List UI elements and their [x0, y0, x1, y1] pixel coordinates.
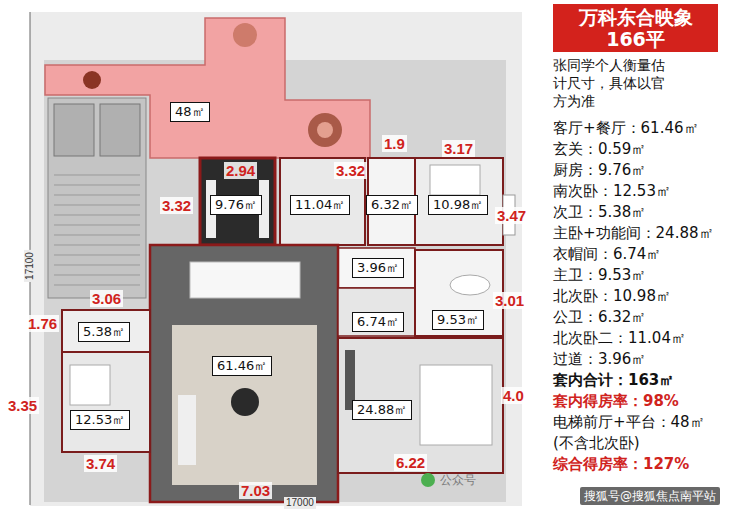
area-list-item: 综合得房率：127% [553, 454, 689, 474]
area-list-item: 过道：3.96㎡ [553, 349, 646, 369]
area-text: 9.76㎡ [215, 197, 257, 213]
area-box: 61.46㎡ [212, 356, 272, 376]
area-list-item: 衣帽间：6.74㎡ [553, 244, 661, 264]
overall-dimension: 17000 [284, 497, 316, 509]
area-text: 24.88㎡ [357, 402, 407, 418]
area-text: 61.46㎡ [217, 358, 267, 374]
furniture [83, 71, 101, 89]
lobby-platform [45, 18, 370, 158]
area-list-item: 电梯前厅+平台：48㎡ [553, 412, 705, 432]
area-list-item: 北次卧二：11.04㎡ [553, 328, 686, 348]
closet [338, 288, 415, 336]
area-box: 11.04㎡ [290, 195, 350, 215]
bathtub [450, 275, 490, 295]
dimension: 6.22 [394, 454, 427, 471]
wechat-icon [421, 473, 435, 487]
dimension: 4.0 [501, 387, 526, 404]
bed [70, 365, 110, 405]
area-list-item: 套内合计：163㎡ [553, 370, 674, 390]
area-box: 10.98㎡ [428, 195, 488, 215]
dimension: 3.32 [334, 162, 367, 179]
dimension: 3.06 [90, 290, 123, 307]
dimension: 3.01 [493, 292, 526, 309]
master-bedroom [338, 338, 503, 473]
bedroom [62, 352, 150, 452]
dimension: 3.35 [6, 397, 39, 414]
dimension: 3.32 [160, 197, 193, 214]
area-list-item: 公卫：6.32㎡ [553, 307, 646, 327]
area-box: 48㎡ [170, 102, 210, 122]
area-list-item: 次卫：5.38㎡ [553, 202, 646, 222]
dimension-line [30, 12, 31, 250]
area-list-item: 南次卧：12.53㎡ [553, 181, 671, 201]
site-ground [30, 12, 522, 506]
furniture [233, 23, 257, 47]
area-list-item: 套内得房率：98% [553, 391, 679, 411]
area-text: 3.96㎡ [357, 260, 399, 276]
bathroom [368, 158, 415, 245]
stair-core [48, 98, 146, 298]
bed [430, 165, 480, 195]
kitchen [200, 158, 275, 245]
area-text: 6.32㎡ [371, 197, 413, 213]
elevator [100, 104, 140, 156]
area-list-item: 主卫：9.53㎡ [553, 265, 646, 285]
title-banner: 万科东合映象 166平 [553, 4, 718, 52]
sofa [178, 395, 196, 465]
note: 张同学个人衡量估计尺寸，具体以官方为准 [553, 56, 675, 110]
area-box: 12.53㎡ [70, 410, 130, 430]
title-text: 万科东合映象 166平 [557, 6, 714, 50]
area-text: 48㎡ [175, 104, 205, 120]
stair-steps [54, 175, 140, 285]
area-box: 5.38㎡ [78, 322, 130, 342]
area-text: 5.38㎡ [83, 324, 125, 340]
bedroom [415, 158, 503, 245]
overall-dimension: 17100 [24, 250, 36, 282]
watermark: 搜狐号@搜狐焦点南平站 [580, 487, 720, 505]
dining-table [190, 262, 300, 298]
dimension: 3.47 [495, 207, 528, 224]
area-text: 12.53㎡ [75, 412, 125, 428]
bathroom [62, 310, 150, 352]
bed [420, 365, 492, 445]
elevator [54, 104, 94, 156]
dimension: 2.94 [224, 162, 257, 179]
round-table [308, 113, 342, 147]
watermark: 公众号 [440, 473, 476, 488]
area-text: 6.74㎡ [357, 314, 399, 330]
area-list-item: (不含北次卧) [553, 433, 640, 453]
dimension: 1.9 [382, 135, 407, 152]
living-dining [150, 245, 338, 502]
bathroom [415, 250, 503, 336]
area-box: 6.74㎡ [352, 312, 404, 332]
area-box: 3.96㎡ [352, 258, 404, 278]
rug [172, 325, 317, 485]
dimension: 3.74 [84, 455, 117, 472]
round-table [317, 122, 333, 138]
area-list-item: 厨房：9.76㎡ [553, 160, 646, 180]
area-box: 24.88㎡ [352, 400, 412, 420]
area-box: 9.76㎡ [210, 195, 262, 215]
dimension: 7.03 [239, 482, 272, 499]
area-list-item: 玄关：0.59㎡ [553, 139, 646, 159]
area-box: 9.53㎡ [432, 310, 484, 330]
area-box: 6.32㎡ [366, 195, 418, 215]
corridor [338, 248, 415, 288]
area-text: 9.53㎡ [437, 312, 479, 328]
area-text: 11.04㎡ [295, 197, 345, 213]
dimension: 1.76 [26, 315, 59, 332]
area-text: 10.98㎡ [433, 197, 483, 213]
area-list-item: 北次卧：10.98㎡ [553, 286, 671, 306]
area-list-item: 主卧+功能间：24.88㎡ [553, 223, 714, 243]
dimension: 3.17 [442, 140, 475, 157]
coffee-table [231, 388, 259, 416]
area-list-item: 客厅+餐厅：61.46㎡ [553, 118, 699, 138]
